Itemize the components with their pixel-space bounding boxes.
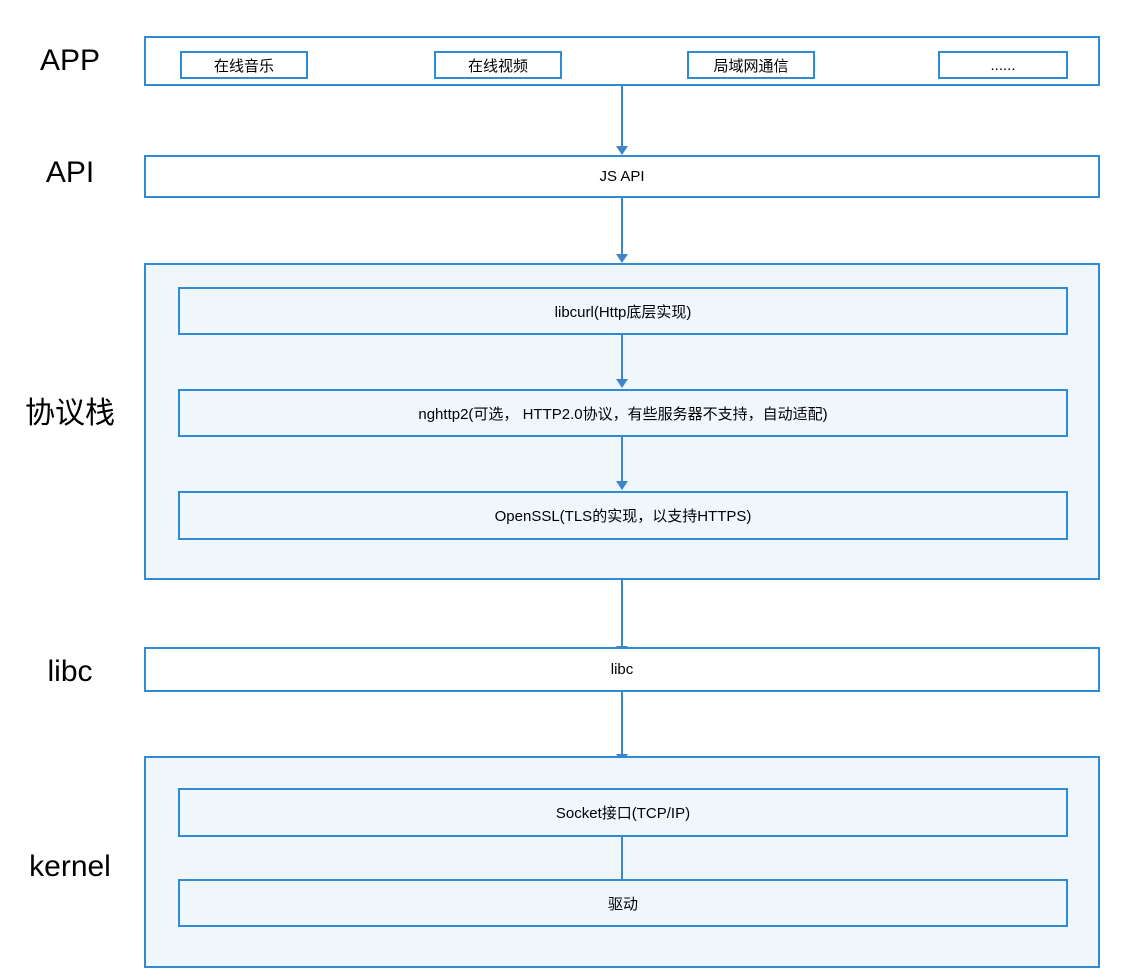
api-layer-box[interactable]: JS API	[144, 155, 1100, 198]
tier-label-app: APP	[39, 44, 101, 77]
arrow-libc-to-kernel	[616, 692, 628, 763]
app-item-online-music[interactable]: 在线音乐	[180, 51, 308, 79]
kernel-box-socket-api[interactable]: Socket接口(TCP/IP)	[178, 788, 1068, 837]
arrow-protocol-stack-to-libc	[616, 580, 628, 655]
arrow-app-to-api	[616, 86, 628, 155]
tier-label-api: API	[45, 156, 95, 189]
protocol-box-nghttp2[interactable]: nghttp2(可选， HTTP2.0协议，有些服务器不支持，自动适配)	[178, 389, 1068, 437]
protocol-box-openssl[interactable]: OpenSSL(TLS的实现，以支持HTTPS)	[178, 491, 1068, 540]
arrow-api-to-protocol-stack	[616, 198, 628, 263]
app-item-lan-communication[interactable]: 局域网通信	[687, 51, 815, 79]
arrow-nghttp2-to-openssl	[616, 437, 628, 490]
tier-label-libc: libc	[47, 655, 93, 688]
kernel-box-driver[interactable]: 驱动	[178, 879, 1068, 927]
libc-layer-box[interactable]: libc	[144, 647, 1100, 692]
arrow-libcurl-to-nghttp2	[616, 335, 628, 388]
tier-label-kernel: kernel	[29, 850, 111, 883]
tier-label-protocol-stack: 协议栈	[25, 397, 115, 430]
app-item-more[interactable]: ......	[938, 51, 1068, 79]
app-item-online-video[interactable]: 在线视频	[434, 51, 562, 79]
arrow-socket-to-driver	[616, 837, 628, 888]
protocol-box-libcurl[interactable]: libcurl(Http底层实现)	[178, 287, 1068, 335]
